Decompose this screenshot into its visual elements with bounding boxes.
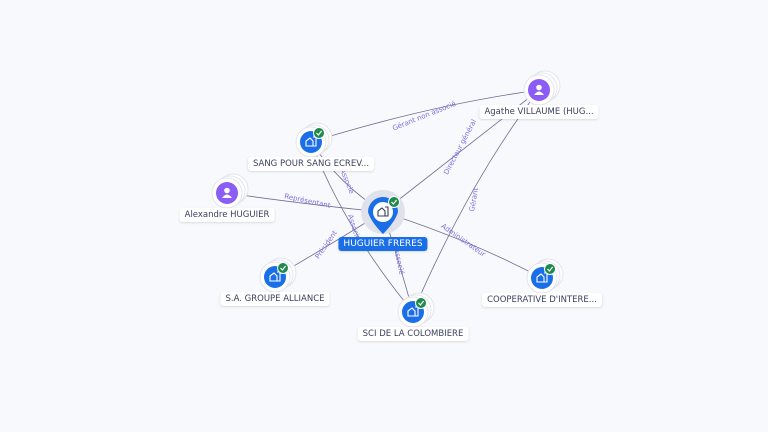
edge-label: Gérant xyxy=(468,187,480,212)
building-icon xyxy=(269,271,281,282)
verified-check-icon xyxy=(415,297,427,309)
node-sa[interactable] xyxy=(259,257,297,293)
edge-line xyxy=(310,89,540,143)
building-icon xyxy=(377,206,389,217)
node-sang[interactable] xyxy=(295,122,333,158)
node-sci[interactable] xyxy=(397,292,435,328)
verified-check-icon xyxy=(544,263,556,275)
edge-label: Associé xyxy=(392,248,405,276)
node-label[interactable]: SCI DE LA COLOMBIERE xyxy=(357,327,469,341)
verified-check-icon xyxy=(313,127,325,139)
node-agathe[interactable] xyxy=(523,70,561,106)
person-icon xyxy=(222,187,232,198)
node-hf[interactable] xyxy=(361,190,405,234)
edge-label: Associé xyxy=(338,167,355,195)
node-alex[interactable] xyxy=(211,173,249,209)
node-label[interactable]: Alexandre HUGUIER xyxy=(179,208,275,222)
building-icon xyxy=(536,272,548,283)
node-label[interactable]: HUGUIER FRERES xyxy=(338,237,428,251)
person-icon xyxy=(534,84,544,95)
building-icon xyxy=(305,136,317,147)
node-label[interactable]: S.A. GROUPE ALLIANCE xyxy=(220,292,330,306)
node-label[interactable]: Agathe VILLAUME (HUG... xyxy=(479,105,599,119)
node-coop[interactable] xyxy=(526,258,564,294)
building-icon xyxy=(407,306,419,317)
node-label[interactable]: SANG POUR SANG ECREV... xyxy=(247,157,375,171)
edge-label: Président xyxy=(314,229,339,261)
verified-check-icon xyxy=(388,196,400,208)
edge-label: Gérant non associé xyxy=(391,100,457,133)
verified-check-icon xyxy=(277,262,289,274)
edge-label: Représentant xyxy=(284,192,332,210)
edge-label: Directeur général xyxy=(442,118,478,176)
node-label[interactable]: COOPERATIVE D'INTERE... xyxy=(482,293,602,307)
